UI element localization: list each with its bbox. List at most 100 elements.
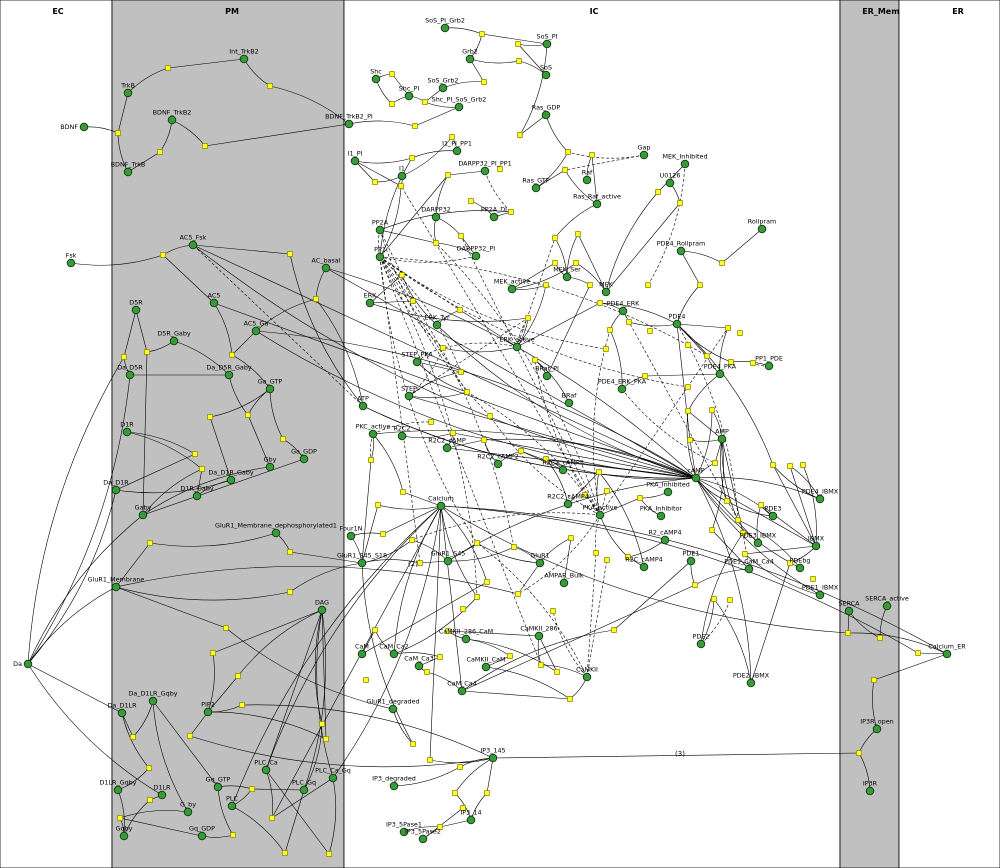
species-glur1-membrane[interactable]: GluR1_Membrane [88,576,145,592]
species-camp[interactable]: cAMP [687,467,705,483]
species-pka-inhibitor[interactable]: PKA_Inhibitor [640,505,683,521]
species-pde2[interactable]: PDE2 [693,633,710,649]
species-pip2[interactable]: PIP2 [201,701,215,717]
species-da-d5r-gaby[interactable]: Da_D5R_Gaby [206,364,252,380]
species-camkii-cam[interactable]: CaMKII_CaM [467,656,506,672]
species-r2c2-camp[interactable]: R2C2_cAMP [428,437,466,453]
species-ras-gdp[interactable]: Ras_GDP [532,104,561,120]
species-ip3r[interactable]: IP3R [863,780,878,796]
species-shc[interactable]: Shc [370,68,382,84]
species-serca-active[interactable]: SERCA_active [865,595,909,611]
species-gaby[interactable]: Gaby [135,504,152,520]
species-gap[interactable]: Gap [638,144,651,160]
species-ibmx[interactable]: IBMX [808,535,825,551]
species-d1r-gaby[interactable]: D1R_Gaby [180,485,214,501]
species-cam-ca2[interactable]: CaM_Ca2 [379,643,409,659]
species-pde4-erk-pka[interactable]: PDE4_ERK_PKA [598,378,647,394]
species-sos-grb2[interactable]: SoS_Grb2 [428,77,459,93]
species-pde3[interactable]: PDE3 [765,505,782,521]
species-r2c2-camp4[interactable]: R2C2_cAMP4 [547,493,589,509]
species-ga-gtp[interactable]: Ga_GTP [258,378,283,394]
species-pdebg[interactable]: PDEbg [790,557,811,573]
species-braf[interactable]: BRaf [562,392,578,408]
species-cam[interactable]: CaM [355,643,369,659]
species-cam-ca3[interactable]: CaM_Ca3 [404,655,434,671]
species-d5r[interactable]: D5R [129,299,143,315]
species-da-d1r-gaby[interactable]: Da_D1R_Gaby [208,469,254,485]
species-ip3-5pase2[interactable]: IP3_5Pase2 [405,828,441,844]
species-da[interactable]: Da [13,659,33,669]
species-ras-gtp[interactable]: Ras_GTP [522,177,550,193]
species-sos-pi-grb2[interactable]: SoS_PI_Grb2 [425,17,465,33]
species-atp[interactable]: ATP [357,395,369,411]
species-bdnf[interactable]: BDNF [60,122,89,132]
species-mek[interactable]: MEK [599,281,614,297]
species-gq-gtp[interactable]: Gq_GTP [206,776,231,792]
species-glur1[interactable]: GluR1 [530,552,550,568]
species-grb2[interactable]: Grb2 [462,48,478,64]
species-ip3r-open[interactable]: IP3R_open [860,718,894,734]
species-rolipram[interactable]: Rolipram [748,218,776,234]
species-d1lr-gqby[interactable]: D1LR_Gqby [99,779,137,795]
species-pde4-rolipram[interactable]: PDE4_Rolipram [657,240,706,256]
species-ga-gdp[interactable]: Ga_GDP [291,448,317,464]
species-pde4[interactable]: PDE4 [669,313,686,329]
species-ampar-bulk[interactable]: AMPAR_Bulk [544,572,584,588]
species-camkii[interactable]: CaMKII [576,666,598,682]
species-shc-pi-sos-grb2[interactable]: Shc_PI_SoS_Grb2 [432,96,487,112]
species-g-by[interactable]: G_by [180,801,196,817]
species-pde3-ibmx[interactable]: PDE3_IBMX [740,532,777,548]
species-glur1-degraded[interactable]: GluR1_degraded [366,698,420,714]
species-bdnf-trkb2[interactable]: BDNF_TrkB2 [153,109,192,125]
species-sos-pi[interactable]: SoS_PI [537,33,558,49]
species-plc-ca-gq[interactable]: PLC_Ca_Gq [315,767,351,783]
species-pde4-erk[interactable]: PDE4_ERK [607,300,641,316]
species-serca[interactable]: SERCA [838,600,860,616]
species-bdnf-trkb[interactable]: BDNF_TrkB [111,161,146,177]
species-r2c-camp4[interactable]: R2C_cAMP4 [625,556,663,572]
species-pp2a-di[interactable]: PP2A_DI [481,206,507,222]
species-shc-pi[interactable]: Shc_PI [399,85,420,101]
species-ac5[interactable]: AC5 [208,292,221,308]
species-trkb[interactable]: TrkB [120,82,135,98]
species-step[interactable]: STEP [401,385,417,401]
species-glur1-mem-deph[interactable]: GluR1_Membrane_dephosphorylated1 [215,522,337,538]
species-erk[interactable]: ERK [364,292,377,308]
species-calcium[interactable]: Calcium [428,495,454,511]
species-darpp32-pi[interactable]: DARPP32_PI [457,245,496,261]
species-plc[interactable]: PLC [226,795,238,811]
species-mek-active[interactable]: MEK_active [494,278,530,294]
species-erk-active[interactable]: ERK_active [499,336,535,352]
species-glur1-s845-s18[interactable]: GluR1_S45_S18 [337,552,387,568]
species-pde1-cam-ca4[interactable]: PDE1_CaM_Ca4 [724,558,774,574]
species-step-pka[interactable]: STEP_PKA [401,351,433,367]
species-pde4-ibmx[interactable]: PDE4_IBMX [802,488,839,504]
species-pde1-ibmx[interactable]: PDE1_IBMX [802,584,839,600]
species-plc-gq[interactable]: PLC_Gq [292,779,316,795]
species-pde2-ibmx[interactable]: PDE2_IBMX [733,672,770,688]
species-r2-camp4[interactable]: R2_cAMP4 [648,529,682,545]
species-fourt1n[interactable]: Four1N [340,525,363,541]
species-glur1-s45[interactable]: GluR1_S45 [431,550,466,566]
species-r2c2-camp2[interactable]: R2C2_cAMP2 [477,453,519,469]
species-da-d5r[interactable]: Da_D5R [117,364,143,380]
species-sos[interactable]: SoS [540,64,552,80]
species-r2c2[interactable]: R2C2 [393,425,411,441]
species-pp2a[interactable]: PP2A [372,219,389,235]
species-gby[interactable]: Gby [264,456,277,472]
species-da-d1r[interactable]: Da_D1R [103,479,129,495]
species-ac5-fsk[interactable]: AC5_Fsk [180,234,207,250]
species-i1-pi[interactable]: I1_PI [348,150,363,166]
species-mek-inhibited[interactable]: MEK_Inhibited [662,153,708,169]
species-pka-active[interactable]: PKA_active [583,504,618,520]
species-d1r[interactable]: D1R [120,421,134,437]
species-ras-raf-active[interactable]: Ras_Raf_active [573,193,621,209]
species-int-trkb2[interactable]: Int_TrkB2 [229,48,259,64]
species-raf[interactable]: Raf [582,169,593,185]
species-da-d1lr-gqby[interactable]: Da_D1LR_Gqby [128,690,178,706]
species-gqby[interactable]: Gqby [116,825,133,841]
species-da-d1lr[interactable]: Da_D1LR [107,702,137,718]
species-bdnf-trkb2-pi[interactable]: BDNF_TrkB2_PI [325,113,373,129]
species-plc-ca[interactable]: PLC_Ca [254,759,278,775]
species-braf-pi[interactable]: BRaf_PI [535,365,559,381]
